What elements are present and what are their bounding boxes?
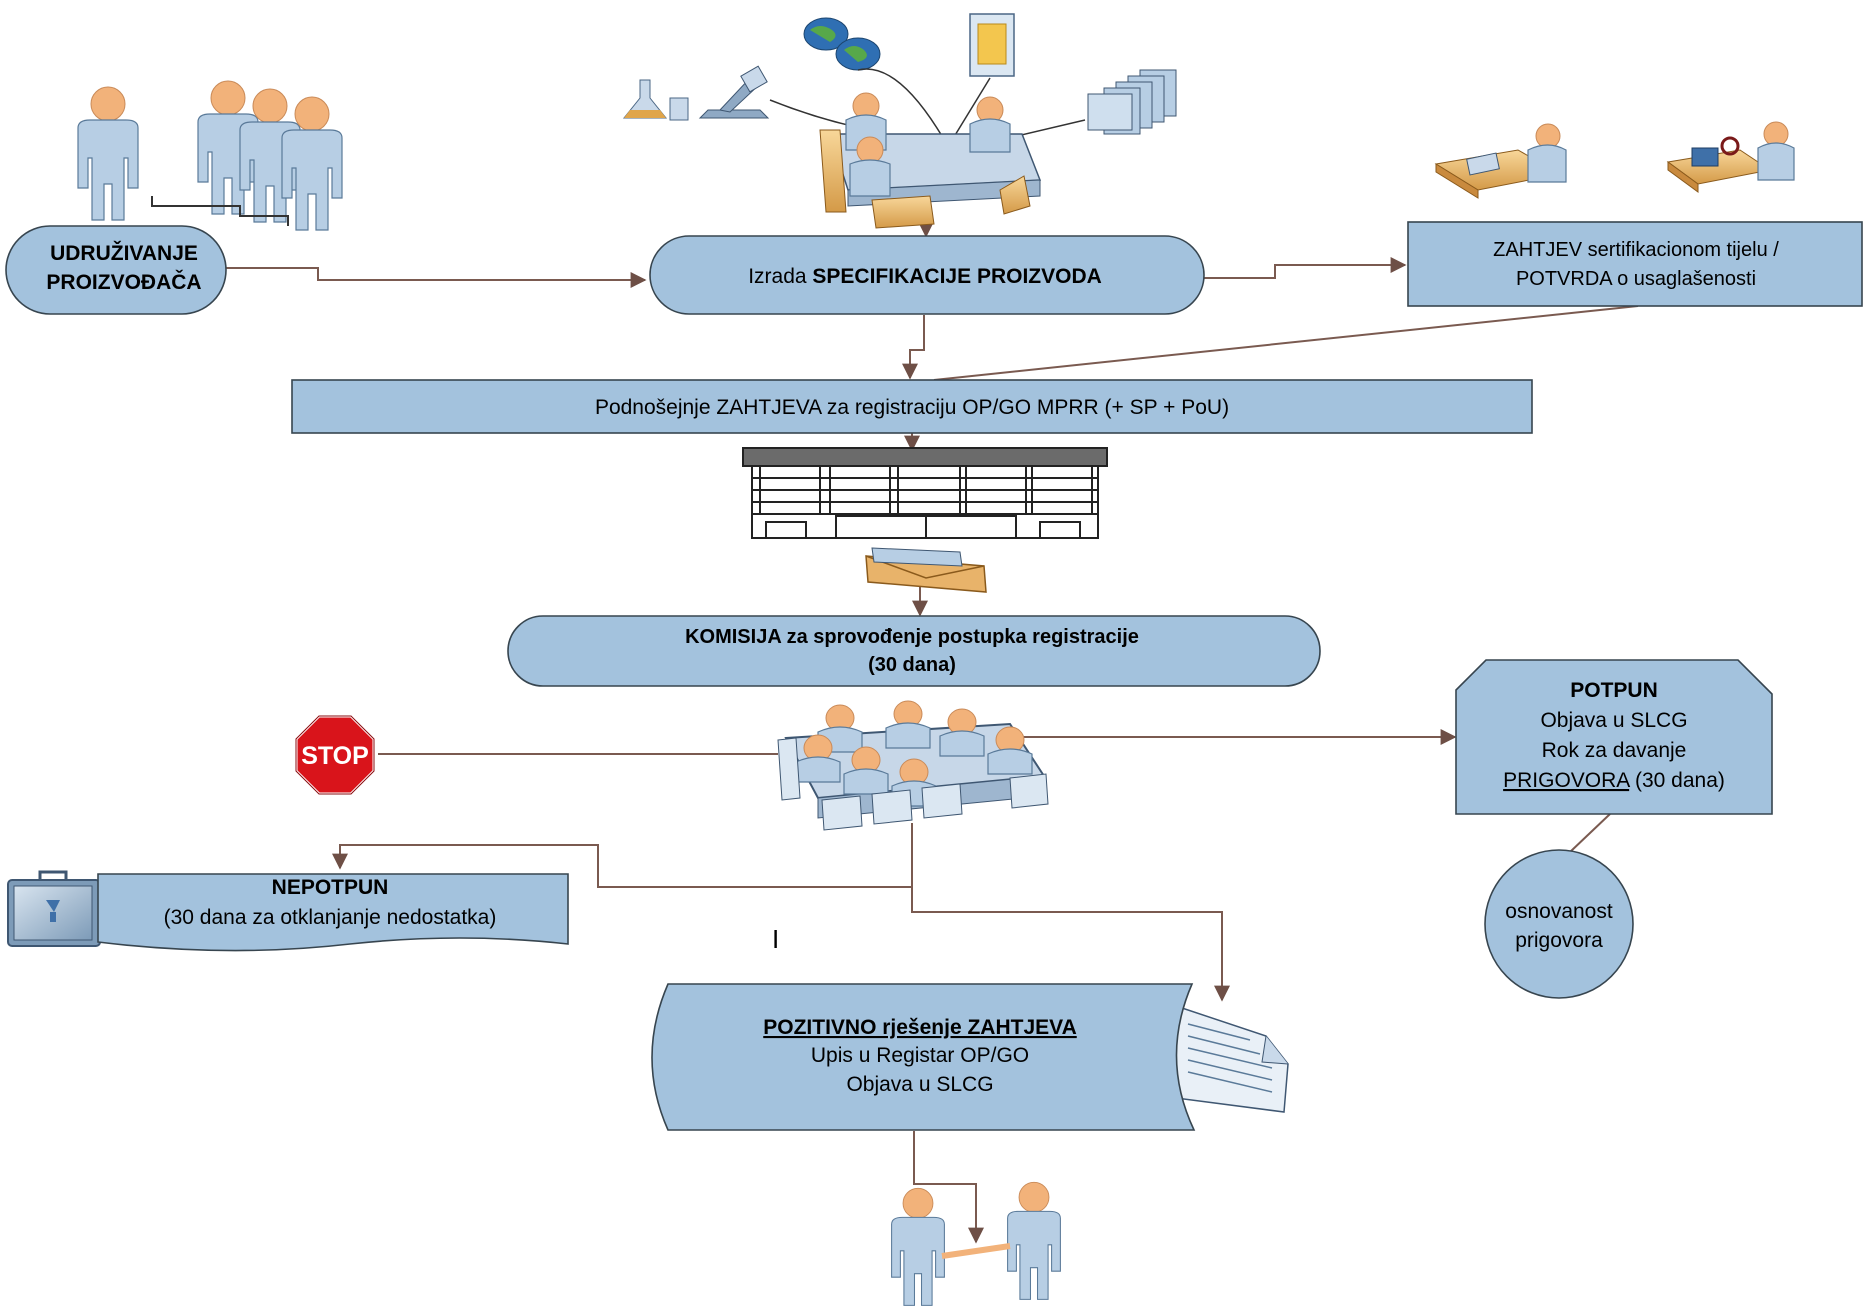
node-osnovanost-line1: osnovanost [1505, 900, 1613, 923]
lab-flask-icon [622, 79, 689, 121]
files-stack-icon [1087, 69, 1177, 135]
node-specifikacija-prefix: Izrada [748, 265, 812, 288]
node-udruzivanje-line2: PROIZVOĐAČA [46, 270, 201, 294]
building-icon [742, 447, 1108, 539]
node-pozitivno: POZITIVNO rješenje ZAHTJEVA Upis u Regis… [651, 983, 1196, 1131]
inspector-icon [1666, 121, 1795, 193]
node-potpun-title: POTPUN [1570, 679, 1658, 702]
node-komisija-line1: KOMISIJA za sprovođenje postupka registr… [685, 626, 1139, 648]
people-group-icon [77, 80, 343, 231]
microscope-icon [698, 65, 770, 119]
handshake-icon [891, 1181, 1061, 1306]
svg-text:PRIGOVORA (30 dana): PRIGOVORA (30 dana) [1503, 769, 1725, 792]
node-zahtjev-cert-line1: ZAHTJEV sertifikacionom tijelu / [1493, 239, 1779, 261]
connector-table-document [911, 887, 1230, 1002]
node-specifikacija-bold: SPECIFIKACIJE PROIZVODA [812, 265, 1101, 288]
node-komisija: KOMISIJA za sprovođenje postupka registr… [507, 615, 1321, 687]
node-udruzivanje: UDRUŽIVANJE PROIZVOĐAČA [5, 225, 227, 315]
stray-mark: I [772, 924, 779, 954]
connector-specifikacija-zahtjev [1204, 257, 1407, 279]
node-nepotpun: NEPOTPUN (30 dana za otklanjanje nedosta… [97, 873, 569, 952]
node-potpun-line2: Rok za davanje [1542, 739, 1687, 762]
node-pozitivno-line1: Upis u Registar OP/GO [811, 1044, 1029, 1067]
node-podnosenje-text: Podnošejnje ZAHTJEVA za registraciju OP/… [595, 396, 1229, 419]
node-komisija-line2: (30 dana) [868, 654, 956, 676]
node-specifikacija: Izrada SPECIFIKACIJE PROIZVODA [649, 235, 1205, 315]
desk-worker-icon [1434, 123, 1567, 199]
connector-potpun-osnovanost [1569, 813, 1611, 853]
node-osnovanost-line2: prigovora [1515, 929, 1603, 952]
node-potpun-line3-underlined: PRIGOVORA [1503, 769, 1630, 792]
stop-sign-icon: STOP [294, 714, 376, 796]
node-nepotpun-title: NEPOTPUN [272, 876, 389, 899]
connector-zahtjev-podnosenje [933, 305, 1639, 381]
globe-icon [803, 17, 881, 71]
node-zahtjev-cert-line2: POTVRDA o usaglašenosti [1516, 268, 1756, 290]
node-potpun-line1: Objava u SLCG [1540, 709, 1687, 732]
node-nepotpun-line1: (30 dana za otklanjanje nedostatka) [164, 906, 497, 929]
meeting-table-icon [622, 13, 1086, 229]
svg-text:Izrada SPECIFIKACIJE PROIZVODA: Izrada SPECIFIKACIJE PROIZVODA [748, 265, 1102, 288]
connectors: I [226, 218, 1639, 1244]
connector-pozitivno-handshake [913, 1131, 984, 1244]
connector-table-nepotpun [332, 823, 913, 888]
letter-document-icon [1175, 1004, 1289, 1113]
document-icon [969, 13, 1015, 77]
briefcase-icon [7, 870, 101, 947]
envelope-icon [865, 547, 987, 593]
node-udruzivanje-line1: UDRUŽIVANJE [50, 241, 198, 265]
node-osnovanost: osnovanost prigovora [1484, 849, 1634, 999]
connector-udruzivanje-specifikacija [226, 267, 647, 288]
node-pozitivno-title: POZITIVNO rješenje ZAHTJEVA [763, 1016, 1077, 1039]
node-potpun: POTPUN Objava u SLCG Rok za davanje PRIG… [1455, 659, 1773, 815]
connector-specifikacija-podnosenje [902, 315, 925, 380]
stop-sign-label: STOP [301, 742, 369, 770]
node-potpun-line3-rest: (30 dana) [1629, 769, 1725, 792]
node-pozitivno-line2: Objava u SLCG [846, 1073, 993, 1096]
node-podnosenje: Podnošejnje ZAHTJEVA za registraciju OP/… [291, 379, 1533, 434]
node-zahtjev-cert: ZAHTJEV sertifikacionom tijelu / POTVRDA… [1407, 221, 1863, 307]
conference-table-icon [777, 700, 1049, 831]
